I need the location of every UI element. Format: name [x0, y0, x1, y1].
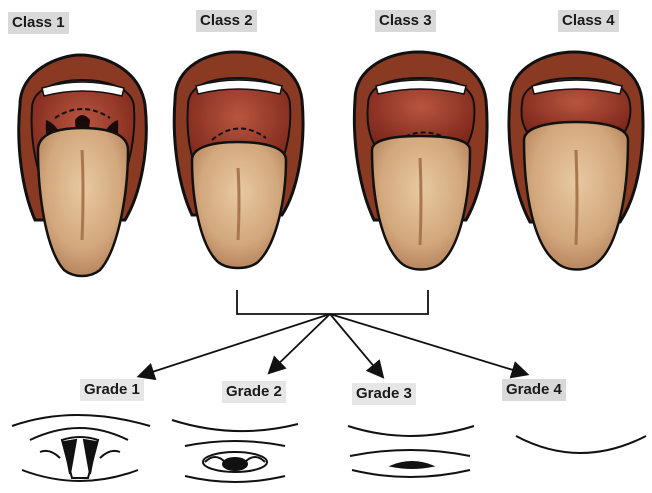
mouth-class-1	[19, 55, 147, 276]
mouth-class-2	[174, 52, 303, 268]
larynx-grade-3	[348, 426, 474, 477]
bracket-line	[237, 290, 428, 314]
tongue-midline	[576, 150, 577, 245]
arrow-to-grade-4	[330, 314, 526, 374]
larynx-grade-2	[172, 420, 298, 482]
mouth-class-4	[509, 52, 643, 270]
arrow-to-grade-1	[140, 314, 330, 376]
larynx-grade-1	[12, 415, 150, 481]
tongue-midline	[82, 150, 83, 240]
tongue-midline	[420, 158, 421, 245]
epiglottis-curve	[12, 415, 150, 426]
arrow-to-grade-3	[330, 314, 382, 376]
arrow-to-grade-2	[270, 314, 330, 372]
epiglottis-curve	[172, 420, 298, 431]
glottis-dark	[392, 462, 432, 468]
epiglottis-curve	[348, 426, 474, 436]
epiglottis-curve	[516, 436, 646, 453]
mouth-class-3	[354, 52, 487, 270]
larynx-grade-4	[516, 436, 646, 453]
glottis-dark	[223, 458, 247, 470]
connector-bracket	[140, 290, 526, 376]
tongue-midline	[238, 168, 239, 240]
outer-fold-top	[350, 450, 470, 456]
outer-fold-bottom	[185, 476, 285, 482]
outer-fold-bottom	[352, 470, 470, 477]
outer-fold-top	[185, 441, 285, 446]
